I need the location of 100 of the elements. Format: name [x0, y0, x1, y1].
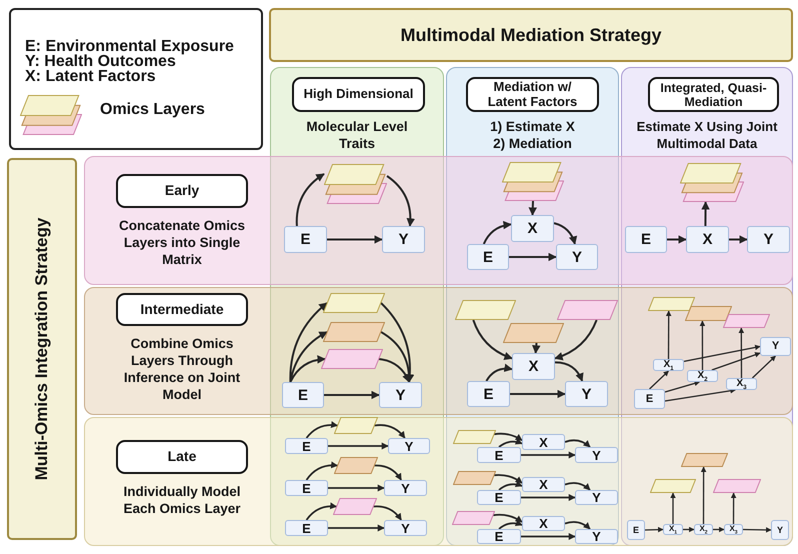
variable-label: X: [539, 517, 548, 530]
strategy-name: Mediation w/ Latent Factors: [486, 80, 578, 110]
variable-box: [477, 529, 521, 544]
arrow: [482, 221, 512, 244]
arrow: [729, 235, 748, 244]
arrow: [684, 344, 761, 362]
arrow: [328, 524, 385, 532]
arrow: [509, 252, 557, 262]
omics-layer-parallelogram: [723, 314, 770, 328]
variable-label: E: [483, 386, 494, 402]
variable-label: Y: [401, 522, 410, 534]
arrow: [494, 474, 523, 484]
variable-box: [771, 520, 789, 540]
arrow: [289, 331, 328, 382]
omics-layer-parallelogram: [452, 511, 495, 525]
variable-label: Y: [592, 530, 601, 543]
omics-layer-parallelogram: [650, 479, 696, 493]
header-band: [269, 8, 793, 62]
variable-box: [726, 378, 757, 390]
arrow: [521, 533, 576, 540]
variable-box: [382, 226, 425, 253]
variable-label: E: [494, 491, 504, 504]
omics-layer-stack: [502, 162, 564, 201]
row-description: Individually Model Each Omics Layer: [122, 483, 242, 517]
variable-box: [625, 226, 667, 253]
arrow: [664, 388, 736, 402]
variable-box: [627, 520, 645, 540]
arrow: [564, 439, 591, 448]
arrow: [738, 327, 744, 378]
variable-box: [388, 438, 430, 454]
variable-box: [285, 438, 328, 454]
variable-label: E: [302, 522, 311, 534]
arrow: [554, 222, 577, 245]
arrow: [498, 438, 523, 448]
column-subtitle: Molecular Level Traits: [305, 118, 409, 152]
variable-box: [694, 524, 713, 535]
heading-pill: [116, 174, 248, 208]
variable-label: E: [646, 394, 654, 404]
arrow: [564, 521, 591, 530]
variable-label: X: [539, 478, 548, 491]
variable-box: [511, 215, 554, 242]
arrow: [472, 320, 513, 360]
strategy-name: Late: [168, 449, 196, 465]
omics-layer-parallelogram: [713, 479, 761, 493]
variable-label: E: [640, 232, 651, 247]
variable-box: [477, 490, 521, 505]
variable-label: Y: [401, 482, 410, 494]
variable-box: [522, 477, 565, 492]
variable-definition: X: Latent Factors: [25, 69, 156, 84]
omics-layer-parallelogram: [681, 453, 728, 467]
variable-box: [663, 524, 683, 535]
arrow: [644, 526, 664, 532]
variable-box: [467, 244, 509, 270]
arrow: [752, 356, 776, 378]
arrow: [296, 173, 325, 226]
row-description: Combine Omics Layers Through Inference on Joint Model: [122, 335, 242, 403]
variable-box: [477, 447, 521, 463]
arrow: [670, 492, 676, 524]
arrow: [374, 505, 402, 521]
strategy-name: Early: [164, 183, 200, 199]
arrow: [498, 520, 523, 530]
arrow: [700, 466, 706, 524]
variable-label: Y: [776, 526, 783, 534]
variable-box: [634, 389, 665, 409]
variable-box: [384, 520, 427, 536]
arrow: [666, 310, 672, 359]
variable-label: E: [302, 440, 311, 452]
variable-box: [747, 226, 790, 253]
variable-box: [575, 447, 618, 463]
variable-box: [467, 381, 510, 407]
arrow: [289, 302, 328, 382]
variable-box: [284, 226, 327, 253]
arrow: [564, 482, 591, 491]
variable-box: [522, 434, 565, 450]
arrow: [664, 380, 700, 393]
arrow: [306, 502, 338, 521]
variable-label: Y: [592, 491, 601, 504]
arrow: [374, 424, 406, 439]
variable-label: E: [494, 530, 504, 543]
heading-pill: [292, 77, 425, 112]
variable-label: X: [527, 221, 538, 236]
variable-box: [686, 226, 729, 253]
variable-box: [724, 524, 743, 535]
arrow: [700, 320, 706, 370]
variable-label: X$_{2}$: [697, 371, 708, 381]
variable-label: E: [300, 232, 310, 247]
variable-box: [760, 337, 791, 356]
variable-label: E: [494, 448, 504, 462]
variable-label: E: [302, 482, 311, 494]
variable-box: [522, 516, 565, 531]
variable-label: X$_{1}$: [663, 360, 674, 370]
column-subtitle: 1) Estimate X: [490, 118, 575, 135]
arrow: [328, 442, 389, 450]
side-band: [7, 158, 77, 540]
arrow: [521, 452, 576, 458]
variable-box: [285, 520, 328, 536]
variable-box: [565, 381, 608, 407]
arrow: [730, 492, 736, 524]
arrow: [532, 342, 541, 354]
arrow: [742, 527, 772, 533]
